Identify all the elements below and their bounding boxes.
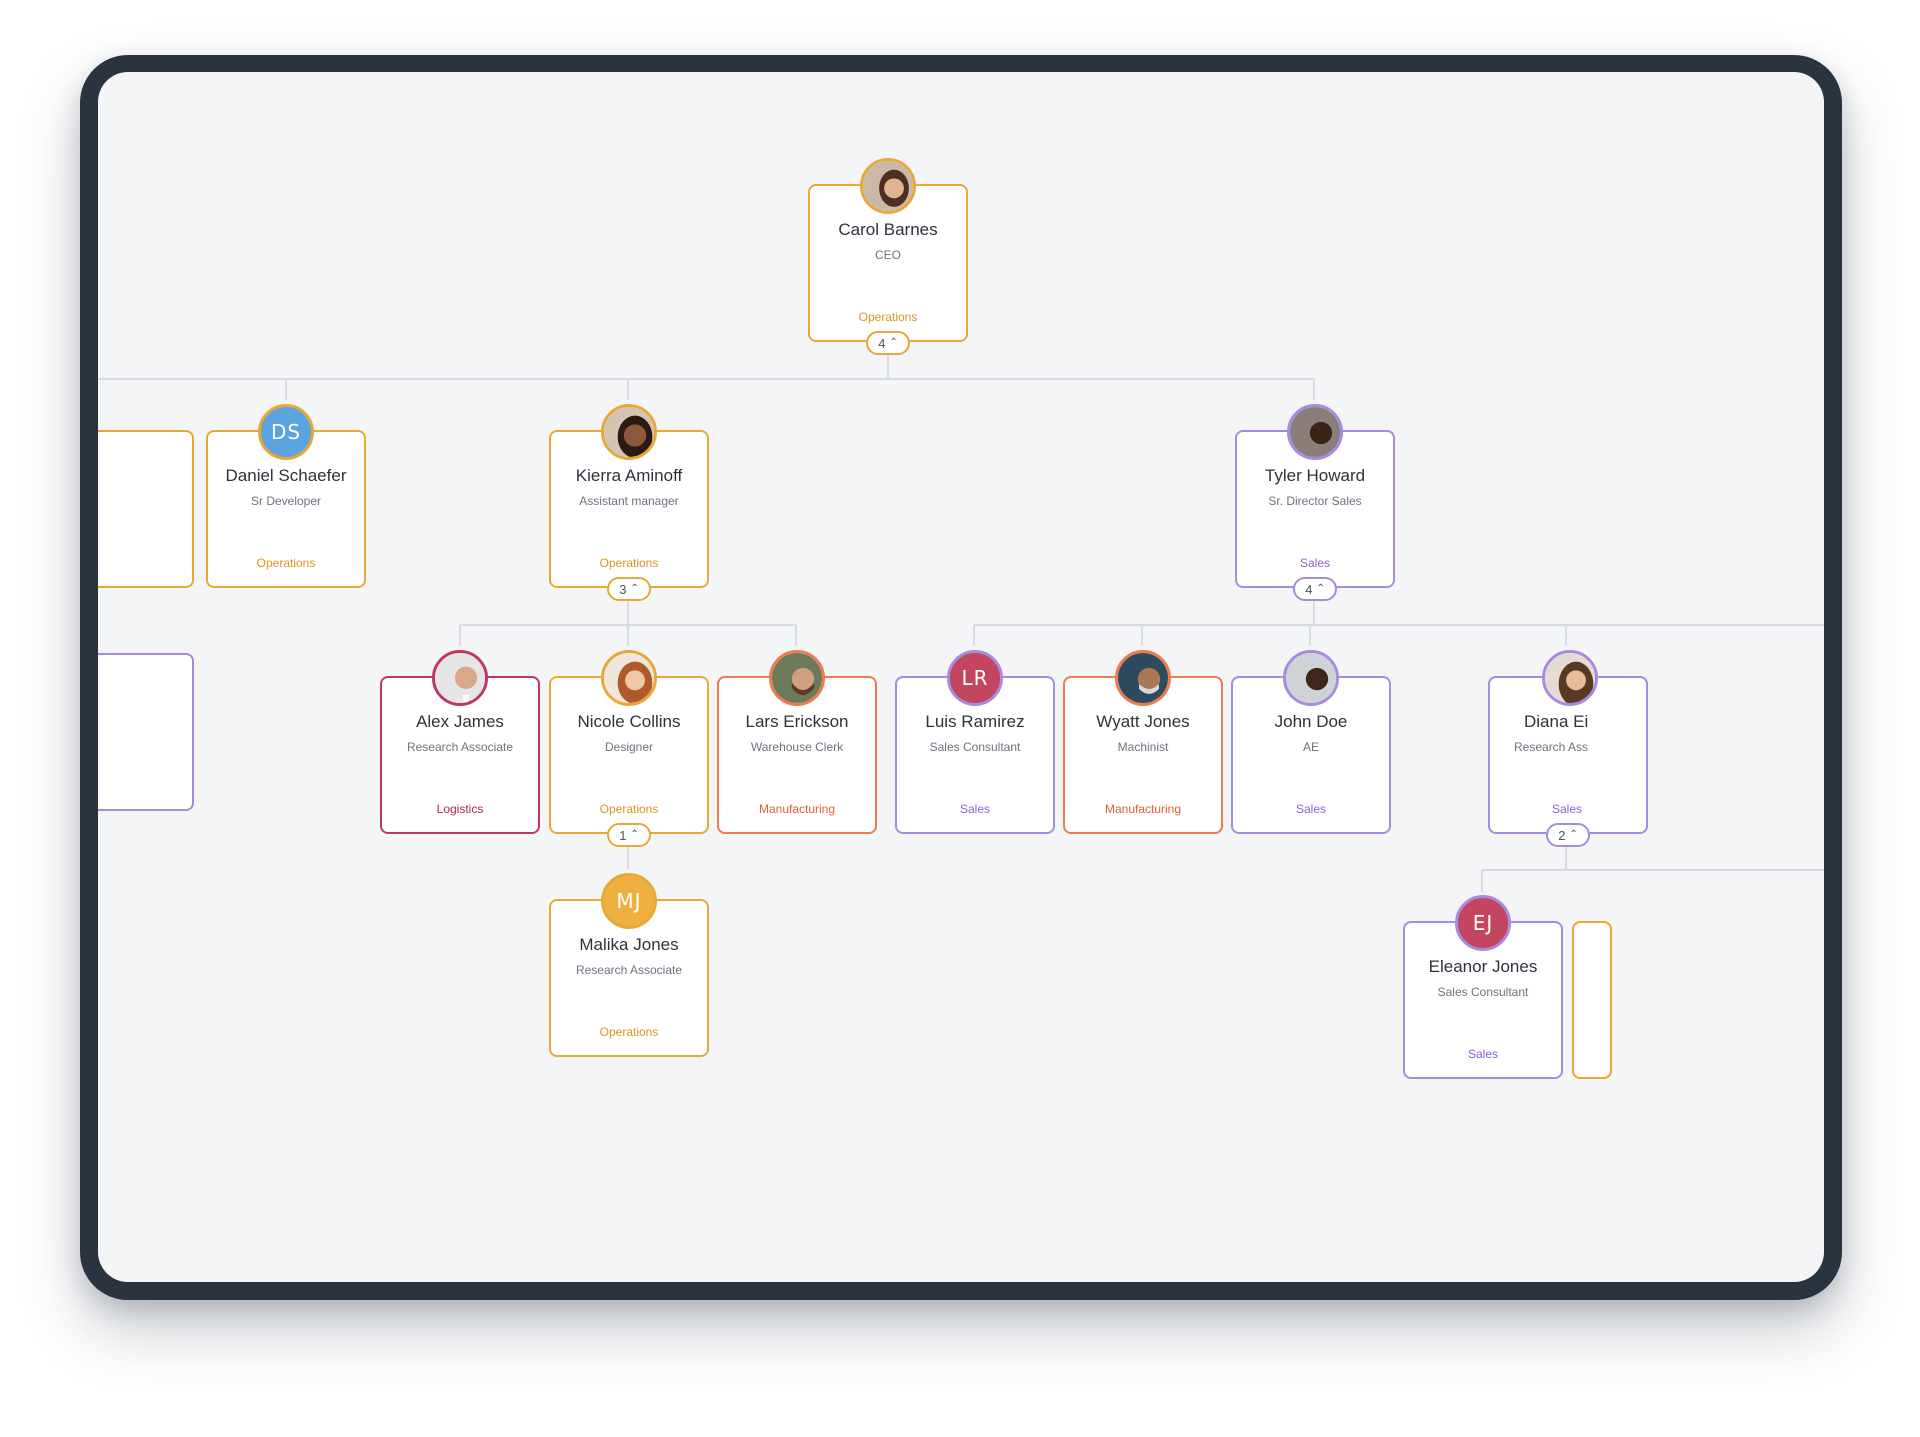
person-title: CEO	[874, 248, 901, 262]
person-title: AE	[1302, 740, 1319, 754]
person-title: Sr Developer	[250, 494, 322, 508]
avatar-photo	[1287, 404, 1343, 460]
person-photo-icon	[1286, 653, 1336, 703]
avatar-initials: DS	[258, 404, 314, 460]
chevron-up-icon: ⌃	[889, 337, 898, 348]
person-department: Operations	[256, 556, 316, 570]
chevron-up-icon: ⌃	[1316, 583, 1325, 594]
person-card-john-doe[interactable]: John Doe AE Sales	[1231, 650, 1391, 834]
partial-card-left-level2[interactable]	[98, 653, 194, 811]
person-department: Manufacturing	[1104, 802, 1182, 816]
report-count: 1	[619, 827, 627, 843]
person-card-luis-ramirez[interactable]: LR Luis Ramirez Sales Consultant Sales	[895, 650, 1055, 834]
person-department: Manufacturing	[758, 802, 836, 816]
person-name: Malika Jones	[579, 935, 679, 954]
person-name: Luis Ramirez	[925, 712, 1025, 731]
person-title: Sr. Director Sales	[1268, 494, 1362, 508]
chevron-up-icon: ⌃	[630, 583, 639, 594]
person-name: Lars Erickson	[745, 712, 849, 731]
person-title: Designer	[604, 740, 654, 754]
person-photo-icon	[435, 653, 485, 703]
person-title: Machinist	[1117, 740, 1169, 754]
person-card-eleanor-jones[interactable]: EJ Eleanor Jones Sales Consultant Sales	[1403, 895, 1563, 1079]
person-card-lars-erickson[interactable]: Lars Erickson Warehouse Clerk Manufactur…	[717, 650, 877, 834]
person-name: Nicole Collins	[577, 712, 681, 731]
person-department: Sales	[1299, 556, 1331, 570]
person-photo-icon	[1290, 407, 1340, 457]
person-department: Operations	[599, 802, 659, 816]
avatar-initials: LR	[947, 650, 1003, 706]
person-department: Logistics	[436, 802, 484, 816]
expand-toggle-button[interactable]: 4⌃	[866, 331, 910, 355]
person-photo-icon	[604, 407, 654, 457]
person-photo-icon	[1118, 653, 1168, 703]
person-title: Sales Consultant	[929, 740, 1021, 754]
person-photo-icon	[1545, 653, 1595, 703]
person-name: Daniel Schaefer	[225, 466, 347, 485]
expand-toggle-button[interactable]: 3⌃	[607, 577, 651, 601]
person-name: Eleanor Jones	[1428, 957, 1538, 976]
person-title: Research Ass	[1514, 740, 1589, 754]
avatar-photo	[769, 650, 825, 706]
person-title: Research Associate	[406, 740, 514, 754]
person-title: Research Associate	[575, 963, 683, 977]
report-count: 4	[1305, 581, 1313, 597]
person-name: Alex James	[416, 712, 504, 731]
person-name: Carol Barnes	[838, 220, 938, 239]
person-photo-icon	[604, 653, 654, 703]
avatar-photo	[1115, 650, 1171, 706]
person-photo-icon	[772, 653, 822, 703]
report-count: 2	[1558, 827, 1566, 843]
avatar-photo	[601, 404, 657, 460]
person-card-wyatt-jones[interactable]: Wyatt Jones Machinist Manufacturing	[1063, 650, 1223, 834]
avatar-photo	[601, 650, 657, 706]
chevron-up-icon: ⌃	[1569, 829, 1578, 840]
report-count: 4	[878, 335, 886, 351]
report-count: 3	[619, 581, 627, 597]
avatar-photo	[1283, 650, 1339, 706]
person-card-diana[interactable]: Diana Ei Research Ass Sales 2⌃	[1488, 650, 1648, 847]
person-card-nicole-collins[interactable]: Nicole Collins Designer Operations 1⌃	[549, 650, 709, 847]
avatar-photo	[432, 650, 488, 706]
person-department: Sales	[1552, 802, 1583, 816]
person-photo-icon	[863, 161, 913, 211]
expand-toggle-button[interactable]: 1⌃	[607, 823, 651, 847]
person-title: Sales Consultant	[1437, 985, 1529, 999]
person-department: Operations	[599, 1025, 659, 1039]
expand-toggle-button[interactable]: 2⌃	[1546, 823, 1590, 847]
partial-card-right-level3[interactable]	[1572, 921, 1612, 1079]
person-card-carol-barnes[interactable]: Carol Barnes CEO Operations 4⌃	[808, 158, 968, 355]
person-department: Sales	[959, 802, 991, 816]
avatar-photo	[860, 158, 916, 214]
person-card-kierra-aminoff[interactable]: Kierra Aminoff Assistant manager Operati…	[549, 404, 709, 601]
person-department: Sales	[1295, 802, 1327, 816]
person-card-malika-jones[interactable]: MJ Malika Jones Research Associate Opera…	[549, 873, 709, 1057]
connector-lines	[98, 355, 1824, 892]
person-card-alex-james[interactable]: Alex James Research Associate Logistics	[380, 650, 540, 834]
chevron-up-icon: ⌃	[630, 829, 639, 840]
partial-card-left-level1[interactable]	[98, 430, 194, 588]
person-card-tyler-howard[interactable]: Tyler Howard Sr. Director Sales Sales 4⌃	[1235, 404, 1395, 601]
person-name: Diana Ei	[1524, 712, 1589, 731]
avatar-photo	[1542, 650, 1598, 706]
avatar-initials: MJ	[601, 873, 657, 929]
person-department: Sales	[1467, 1047, 1499, 1061]
person-name: Kierra Aminoff	[575, 466, 683, 485]
person-card-daniel-schaefer[interactable]: DS Daniel Schaefer Sr Developer Operatio…	[206, 404, 366, 588]
person-title: Assistant manager	[579, 494, 679, 508]
expand-toggle-button[interactable]: 4⌃	[1293, 577, 1337, 601]
person-name: Tyler Howard	[1264, 466, 1366, 485]
person-title: Warehouse Clerk	[750, 740, 844, 754]
person-department: Operations	[599, 556, 659, 570]
person-department: Operations	[858, 310, 918, 324]
org-chart-canvas[interactable]: Carol Barnes CEO Operations 4⌃ DS Daniel…	[98, 72, 1824, 1282]
person-name: Wyatt Jones	[1096, 712, 1190, 731]
person-name: John Doe	[1274, 712, 1348, 731]
avatar-initials: EJ	[1455, 895, 1511, 951]
